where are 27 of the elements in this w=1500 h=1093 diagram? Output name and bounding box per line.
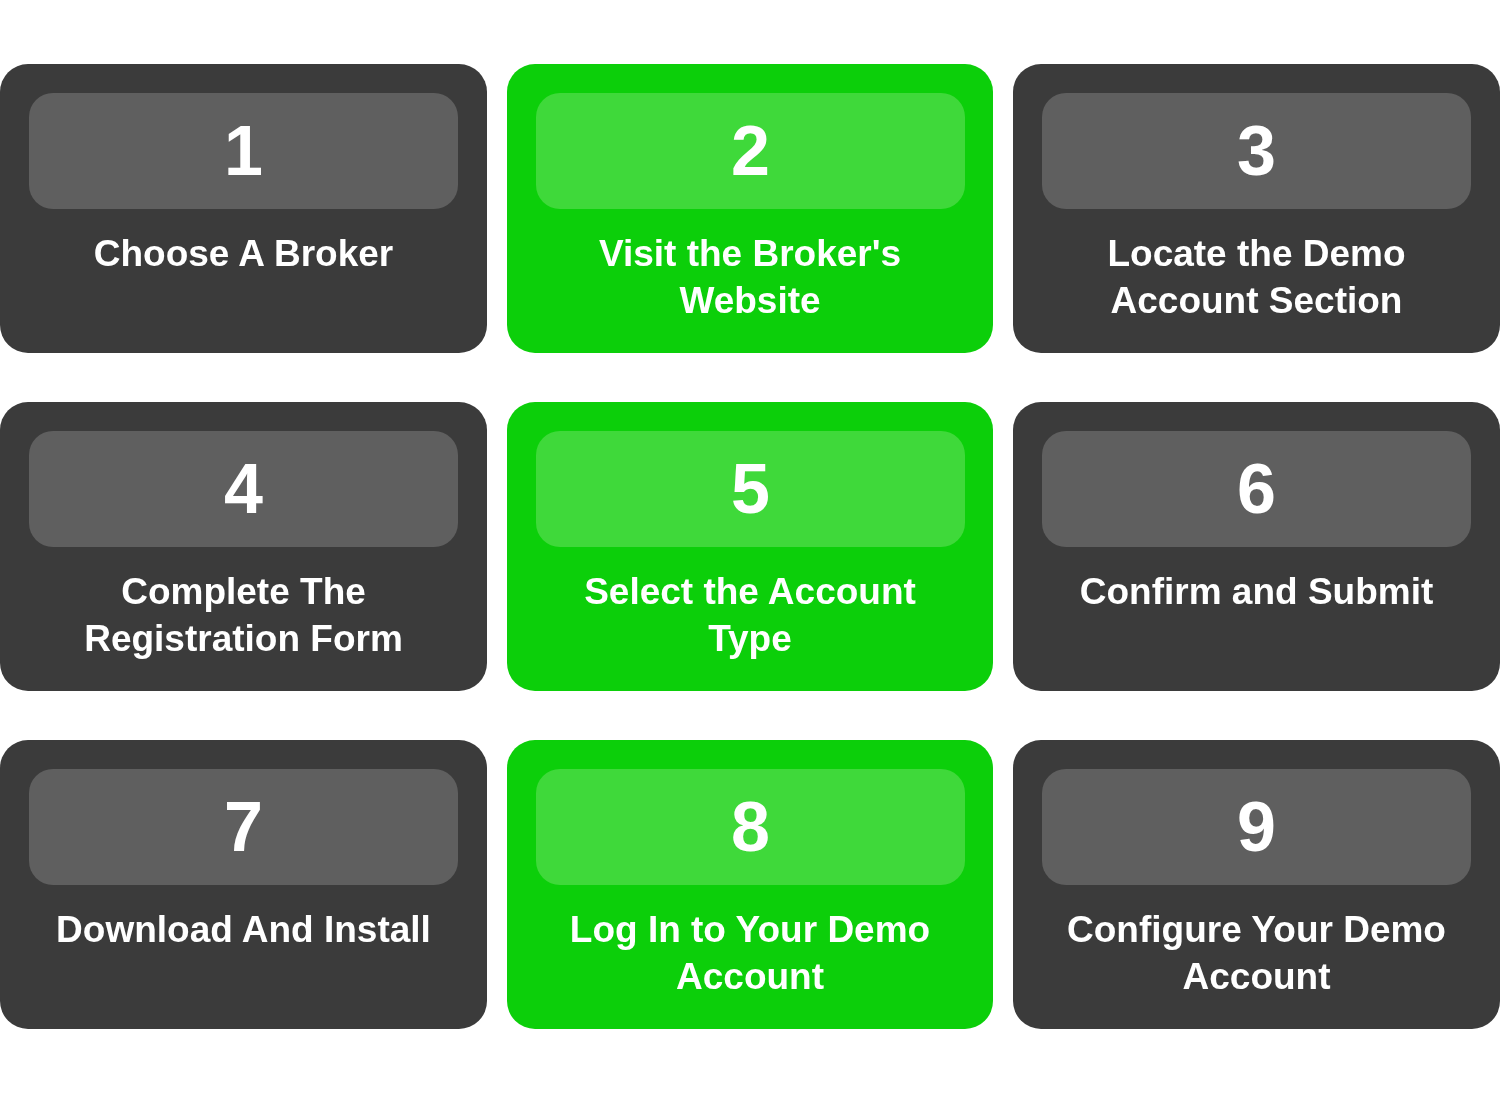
step-title: Choose A Broker [93,232,394,276]
step-card [0,64,487,353]
step-number: 1 [29,93,458,209]
step-number: 5 [536,431,965,547]
step-card [507,402,993,691]
step-title: Download And Install [55,908,432,952]
step-card [0,740,487,1029]
step-title: Complete The Registration Form [83,570,404,661]
step-number: 3 [1042,93,1471,209]
step-number: 9 [1042,769,1471,885]
step-card [0,402,487,691]
step-number: 8 [536,769,965,885]
step-card [1013,740,1500,1029]
step-title: Visit the Broker's Website [598,232,902,323]
step-number: 7 [29,769,458,885]
step-title: Locate the Demo Account Section [1106,232,1407,323]
step-title: Select the Account Type [583,570,917,661]
step-number: 4 [29,431,458,547]
step-number: 2 [536,93,965,209]
step-title: Confirm and Submit [1079,570,1434,614]
step-title: Configure Your Demo Account [1066,908,1447,999]
step-card [1013,402,1500,691]
step-card [507,64,993,353]
step-number: 6 [1042,431,1471,547]
step-card [507,740,993,1029]
step-title: Log In to Your Demo Account [569,908,931,999]
step-card [1013,64,1500,353]
